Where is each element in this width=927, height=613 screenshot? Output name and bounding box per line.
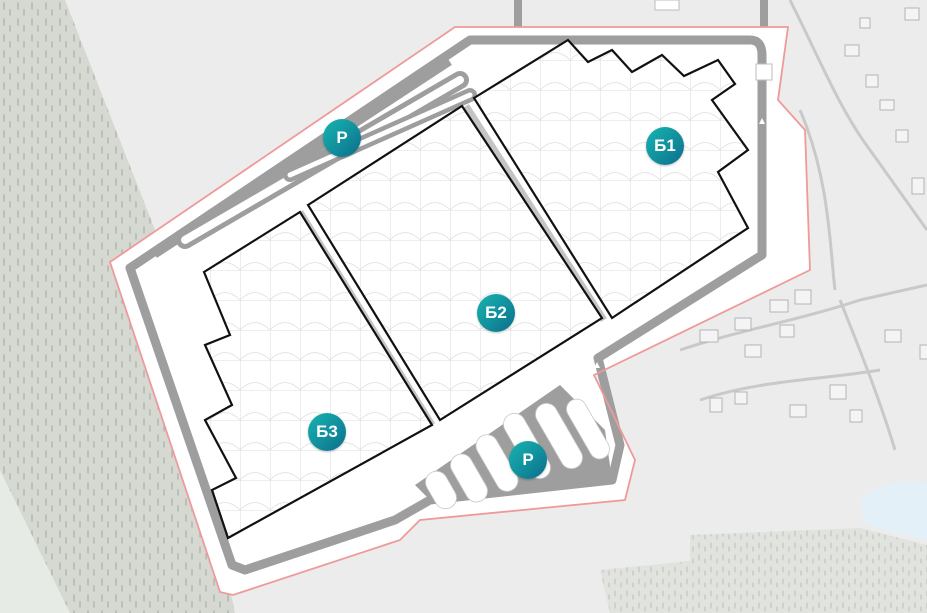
building-b3-footprint — [202, 210, 434, 540]
gate-box — [755, 63, 773, 81]
parking-north-label: P — [336, 128, 348, 147]
direction-arrows — [140, 118, 765, 431]
water-body — [862, 481, 927, 540]
north-access-road — [514, 0, 522, 30]
parking-south-label: P — [522, 450, 534, 469]
village-houses — [699, 7, 927, 423]
building-b1-footprint — [472, 38, 750, 320]
south-parking-lot — [415, 385, 612, 510]
parking-north-marker[interactable]: P — [323, 119, 361, 157]
building-b1-marker[interactable]: Б1 — [646, 127, 684, 165]
village-roads — [679, 0, 927, 451]
building-b2-marker[interactable]: Б2 — [477, 294, 515, 332]
building-b1-label: Б1 — [654, 136, 676, 155]
field-area — [600, 528, 927, 613]
building-b3-label: Б3 — [316, 422, 338, 441]
building-b2-footprint — [306, 104, 604, 422]
parking-south-marker[interactable]: P — [509, 441, 547, 479]
site-boundary — [108, 26, 811, 596]
building-b3-marker[interactable]: Б3 — [308, 413, 346, 451]
northwest-parking-lot — [153, 59, 477, 258]
perimeter-road — [125, 35, 767, 575]
building-b2-label: Б2 — [485, 303, 507, 322]
